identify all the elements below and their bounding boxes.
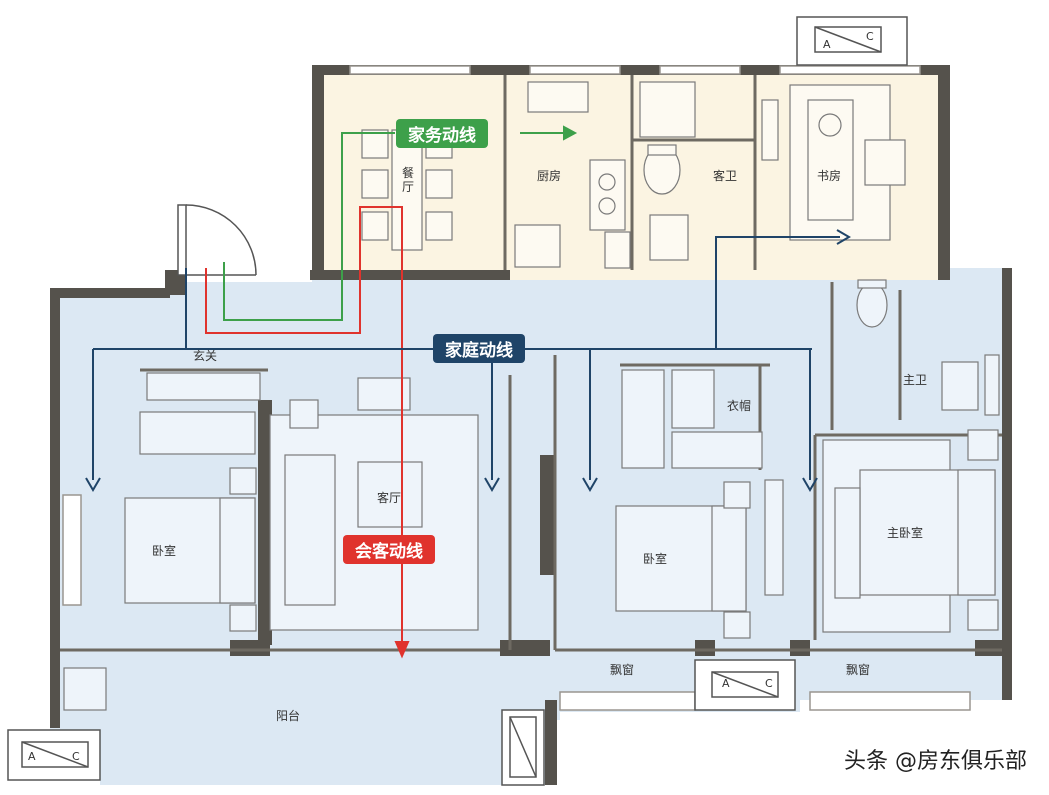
ac-letter-a: A — [823, 38, 831, 51]
route-housework — [223, 125, 578, 321]
room-label-study: 书房 — [817, 169, 842, 183]
outer-walls — [50, 65, 1012, 785]
inner-walls — [60, 75, 1002, 652]
closet-fixtures — [621, 369, 763, 469]
study-furniture — [761, 84, 906, 241]
watermark: 头条 @房东俱乐部 — [844, 749, 1027, 774]
route-family — [85, 229, 851, 492]
living-room-furniture — [269, 377, 479, 631]
room-label-master-bath: 主卫 — [903, 373, 928, 387]
master-bedroom-furniture — [822, 429, 999, 633]
room-label-dining: 餐厅 — [402, 166, 415, 194]
master-bath-fixtures — [856, 279, 1000, 416]
room-label-balcony: 阳台 — [276, 709, 301, 723]
room-label-entry: 玄关 — [193, 349, 218, 363]
middle-bedroom-furniture — [615, 479, 784, 639]
ac-letter-a: A — [722, 677, 730, 690]
route-guest — [205, 206, 410, 659]
entry-door — [177, 204, 257, 276]
room-label-guest-bath: 客卫 — [713, 169, 738, 183]
ac-unit-bottom-mid — [694, 659, 796, 711]
room-label-bay-window-1: 飘窗 — [610, 663, 635, 677]
ac-letter-c: C — [765, 677, 773, 690]
windows — [62, 65, 971, 711]
room-label-bedroom-mid: 卧室 — [643, 552, 668, 566]
room-label-closet: 衣帽 — [727, 399, 752, 413]
route-tag-family: 家庭动线 — [433, 334, 525, 363]
ac-unit-bottom-left — [7, 729, 101, 781]
balcony-fixtures — [63, 667, 107, 711]
route-tag-housework: 家务动线 — [396, 119, 488, 148]
ac-letter-a: A — [28, 750, 36, 763]
ac-unit-top — [796, 16, 908, 66]
route-tag-guest: 会客动线 — [343, 535, 435, 564]
guest-bath-fixtures — [639, 81, 696, 261]
ac-letter-c: C — [866, 30, 874, 43]
ac-unit-bottom-side — [501, 709, 545, 786]
dining-table — [361, 129, 453, 251]
kitchen-fixtures — [514, 81, 631, 269]
left-bedroom-furniture — [124, 372, 261, 632]
room-label-kitchen: 厨房 — [537, 169, 562, 183]
room-label-living: 客厅 — [377, 491, 402, 505]
room-label-bedroom-left: 卧室 — [152, 544, 177, 558]
room-label-bay-window-2: 飘窗 — [846, 663, 871, 677]
room-label-master-bedroom: 主卧室 — [887, 526, 924, 540]
ac-letter-c: C — [72, 750, 80, 763]
